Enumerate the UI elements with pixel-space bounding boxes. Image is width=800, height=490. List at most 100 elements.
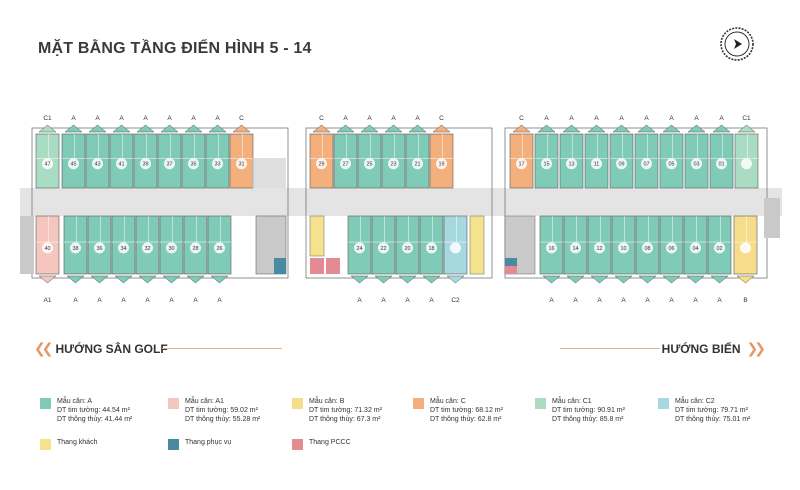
- unit-balcony: [737, 124, 756, 133]
- unit-type-label: A: [143, 115, 148, 122]
- unit-balcony: [512, 124, 531, 133]
- unit-number: 24: [356, 246, 362, 252]
- corridor: [20, 188, 782, 216]
- unit-type-label: A: [569, 115, 574, 122]
- legend-area: DT tim tường: 90.91 m²: [552, 407, 625, 414]
- unit-number: 23: [390, 162, 396, 168]
- unit-balcony: [638, 275, 657, 284]
- unit-type-label: A: [357, 297, 362, 304]
- legend-item-b: Mẫu căn: B DT tim tường: 71.32 m² DT thô…: [292, 397, 382, 424]
- unit-number: 47: [44, 162, 50, 168]
- unit-type-label: A: [669, 115, 674, 122]
- unit-balcony: [614, 275, 633, 284]
- legend-item-a: Mẫu căn: A DT tim tường: 44.54 m² DT thô…: [40, 397, 132, 424]
- direction-sea: HƯỚNG BIỂN ❯❯: [661, 340, 766, 357]
- unit-type-label: C1: [43, 115, 52, 122]
- unit-balcony: [590, 275, 609, 284]
- unit-number-badge: [412, 158, 423, 170]
- unit-type-label: A: [669, 297, 674, 304]
- unit-number: 16: [548, 246, 554, 252]
- unit-balcony: [374, 275, 393, 284]
- unit-type-label: A: [405, 297, 410, 304]
- unit-number: 27: [342, 162, 348, 168]
- unit-type-label: A: [95, 115, 100, 122]
- unit-type-label: A: [694, 115, 699, 122]
- unit-number-badge: [94, 242, 105, 254]
- unit-balcony: [162, 275, 181, 284]
- service-core: [255, 215, 287, 275]
- unit-number: 14: [572, 246, 578, 252]
- unit-balcony: [537, 124, 556, 133]
- unit-number: 07: [643, 162, 649, 168]
- direction-sea-label: HƯỚNG BIỂN: [661, 341, 741, 356]
- unit-number: 28: [192, 246, 198, 252]
- unit-number-badge: [140, 158, 151, 170]
- unit-balcony: [186, 275, 205, 284]
- unit-balcony: [712, 124, 731, 133]
- unit-type-label: A: [119, 115, 124, 122]
- unit-number: 05: [668, 162, 674, 168]
- unit-number-badge: [214, 242, 225, 254]
- unit-number: 06: [668, 246, 674, 252]
- unit-number-badge: [164, 158, 175, 170]
- unit-number-badge: [740, 242, 751, 254]
- stair-core: [764, 198, 780, 238]
- unit-type-label: A: [415, 115, 420, 122]
- unit-type-label: C1: [742, 115, 751, 122]
- unit-type-label: A: [597, 297, 602, 304]
- legend-area: DT thông thủy: 67.3 m²: [309, 416, 381, 423]
- unit-number: 08: [644, 246, 650, 252]
- unit-type-label: C: [439, 115, 444, 122]
- unit-balcony: [138, 275, 157, 284]
- unit-number: 36: [96, 246, 102, 252]
- legend-label: Thang khách: [57, 439, 98, 446]
- unit-balcony: [562, 124, 581, 133]
- unit-number-badge: [68, 158, 79, 170]
- service-elevator: [505, 258, 517, 266]
- unit-number: 34: [120, 246, 126, 252]
- unit-number: 12: [596, 246, 602, 252]
- unit-type-label: A: [717, 297, 722, 304]
- unit-number-badge: [364, 158, 375, 170]
- unit-number-badge: [142, 242, 153, 254]
- unit-balcony: [66, 275, 85, 284]
- unit-type-label: A: [544, 115, 549, 122]
- unit-balcony: [612, 124, 631, 133]
- unit-type-label: A: [121, 297, 126, 304]
- unit-type-label: A: [343, 115, 348, 122]
- unit-number: 30: [168, 246, 174, 252]
- legend-swatch-c2: [658, 398, 669, 409]
- unit-number-badge: [118, 242, 129, 254]
- unit-type-label: A: [549, 297, 554, 304]
- unit-number: 18: [428, 246, 434, 252]
- direction-line-right: [560, 348, 660, 349]
- legend-label: Mẫu căn: C1: [552, 398, 592, 405]
- unit-number-badge: [354, 242, 365, 254]
- unit-number: 29: [318, 162, 324, 168]
- guest-elevator: [469, 215, 485, 275]
- legend-label: Mẫu căn: C2: [675, 398, 715, 405]
- legend-label: Thang phục vụ: [185, 439, 232, 446]
- unit-number-badge: [340, 158, 351, 170]
- unit-number: 19: [438, 162, 444, 168]
- unit-balcony: [566, 275, 585, 284]
- direction-line-left: [162, 348, 282, 349]
- legend-label: Mẫu căn: C: [430, 398, 466, 405]
- unit-balcony: [136, 124, 155, 133]
- unit-number: 20: [404, 246, 410, 252]
- legend-area: DT thông thủy: 75.01 m²: [675, 416, 751, 423]
- guest-elevator: [309, 215, 325, 257]
- building-outline: [31, 127, 289, 279]
- unit-balcony: [38, 124, 57, 133]
- legend-swatch-a: [40, 398, 51, 409]
- legend-item-c: Mẫu căn: C DT tim tường: 68.12 m² DT thô…: [413, 397, 503, 424]
- unit-number: 26: [216, 246, 222, 252]
- unit-type-label: A: [217, 297, 222, 304]
- legend-swatch-c1: [535, 398, 546, 409]
- unit-balcony: [112, 124, 131, 133]
- unit-type-label: A: [193, 297, 198, 304]
- unit-number-badge: [212, 158, 223, 170]
- unit-type-label: A: [97, 297, 102, 304]
- unit-number-badge: [570, 242, 581, 254]
- unit-number: 25: [366, 162, 372, 168]
